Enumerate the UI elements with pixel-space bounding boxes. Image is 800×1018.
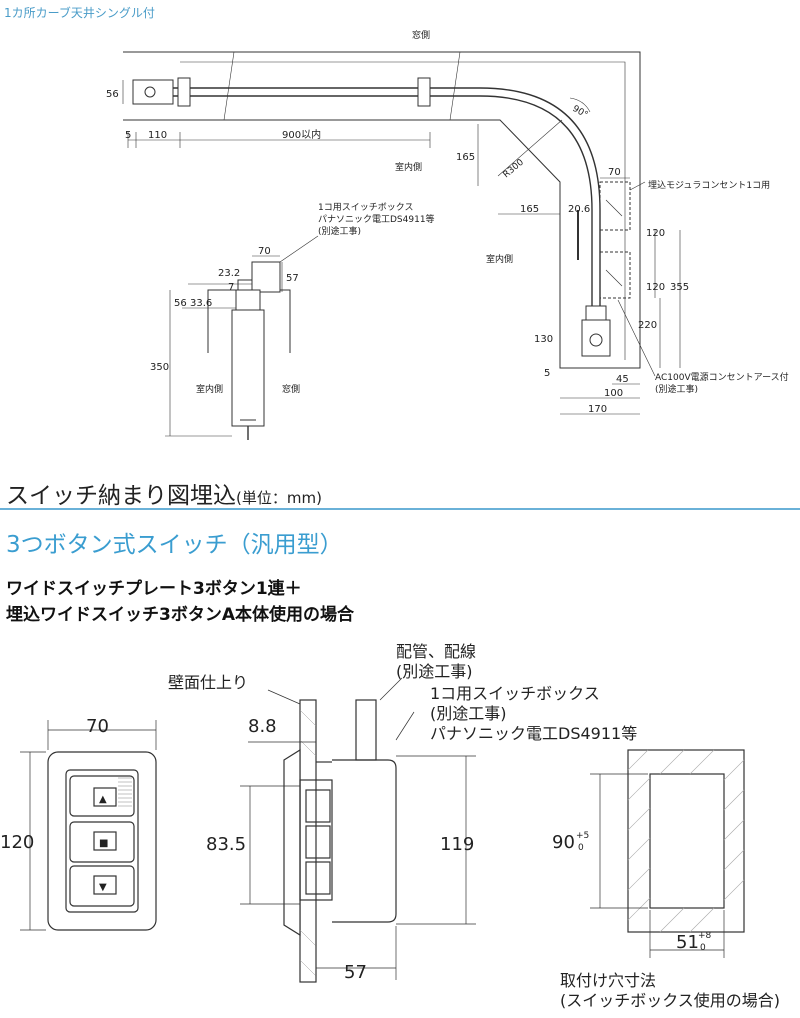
dim-cutout-width: 51 xyxy=(676,932,699,953)
dim-220: 220 xyxy=(638,320,657,331)
dim-170: 170 xyxy=(588,404,607,415)
label-box-2: (別途工事) xyxy=(430,704,507,723)
dim-plate-width: 70 xyxy=(86,716,109,737)
dim-5b: 5 xyxy=(544,368,550,379)
unit-label: (単位：mm) xyxy=(236,489,322,507)
divider xyxy=(0,508,800,510)
dim-120b: 120 xyxy=(646,282,665,293)
switch-plate xyxy=(47,751,157,931)
cutout-caption-1: 取付け穴寸法 xyxy=(560,971,656,990)
dim-cutout-height: 90 xyxy=(552,832,575,853)
label-box-1: 1コ用スイッチボックス xyxy=(430,684,600,703)
dim-110: 110 xyxy=(148,130,167,141)
label-window-side-2: 窓側 xyxy=(282,383,300,395)
label-piping-2: (別途工事) xyxy=(396,662,473,681)
curve-rail-installation-drawing: 窓側 室内側 室内側 室内側 窓側 1コ用スイッチボックス パナソニック電工DS… xyxy=(106,29,789,440)
dim-7: 7 xyxy=(228,282,234,293)
header-caption: 1カ所カーブ天井シングル付 xyxy=(4,6,155,20)
label-ac-outlet-1: AC100V電源コンセントアース付 xyxy=(655,372,789,383)
subtitle-line-1: ワイドスイッチプレート3ボタン1連＋ xyxy=(6,579,302,599)
cutout-caption-2: (スイッチボックス使用の場合) xyxy=(560,991,780,1010)
dim-120a: 120 xyxy=(646,228,665,239)
dim-119: 119 xyxy=(440,834,474,855)
dim-57: 57 xyxy=(286,273,299,284)
dim-33-6: 33.6 xyxy=(190,298,212,309)
dim-45: 45 xyxy=(616,374,629,385)
dim-57b: 57 xyxy=(344,962,367,983)
subtitle-line-2: 埋込ワイドスイッチ3ボタンA本体使用の場合 xyxy=(6,605,354,625)
button-up-icon: ▲ xyxy=(99,794,107,805)
dim-355: 355 xyxy=(670,282,689,293)
label-piping-1: 配管、配線 xyxy=(396,642,476,661)
label-indoor-side-3: 室内側 xyxy=(196,383,223,395)
button-stop-icon: ■ xyxy=(99,838,108,849)
section-title-switch-install: スイッチ納まり図埋込(単位：mm) xyxy=(6,476,322,510)
dim-56b: 56 xyxy=(174,298,187,309)
label-switch-box-1: 1コ用スイッチボックス xyxy=(318,202,413,213)
dim-350: 350 xyxy=(150,362,169,373)
label-ac-outlet-2: (別途工事) xyxy=(655,383,698,395)
dim-23-2: 23.2 xyxy=(218,268,240,279)
dim-5a: 5 xyxy=(125,130,131,141)
section-title-3button-switch: 3つボタン式スイッチ（汎用型） xyxy=(6,532,343,558)
dim-130: 130 xyxy=(534,334,553,345)
dim-165b: 165 xyxy=(520,204,539,215)
dim-70b: 70 xyxy=(258,246,271,257)
label-box-3: パナソニック電工DS4911等 xyxy=(430,724,637,743)
dim-165a: 165 xyxy=(456,152,475,163)
tol-height-minus: 0 xyxy=(578,843,584,853)
dim-8-8: 8.8 xyxy=(248,716,277,737)
label-modular-outlet: 埋込モジュラコンセント1コ用 xyxy=(648,180,770,191)
label-switch-box-2: パナソニック電工DS4911等 xyxy=(318,213,435,225)
label-wall-finish: 壁面仕上り xyxy=(168,673,248,692)
tol-width-plus: +8 xyxy=(698,931,712,941)
dim-20-6: 20.6 xyxy=(568,204,590,215)
switch-dimension-drawing: ▲ ■ ▼ 70 120 xyxy=(0,642,780,1010)
dim-70a: 70 xyxy=(608,167,621,178)
tol-height-plus: +5 xyxy=(576,831,589,841)
label-indoor-side-2: 室内側 xyxy=(486,253,513,265)
label-window-side-top: 窓側 xyxy=(412,29,430,41)
dim-56: 56 xyxy=(106,89,119,100)
label-indoor-side-1: 室内側 xyxy=(395,161,422,173)
tol-width-minus: 0 xyxy=(700,943,706,953)
button-down-icon: ▼ xyxy=(99,882,107,893)
section-title-text: スイッチ納まり図埋込 xyxy=(6,483,236,509)
label-r300: R300 xyxy=(502,157,527,180)
dim-900: 900以内 xyxy=(282,128,321,141)
label-switch-box-3: (別途工事) xyxy=(318,225,361,237)
dim-plate-height: 120 xyxy=(0,832,34,853)
dim-100: 100 xyxy=(604,388,623,399)
dim-83-5: 83.5 xyxy=(206,834,246,855)
